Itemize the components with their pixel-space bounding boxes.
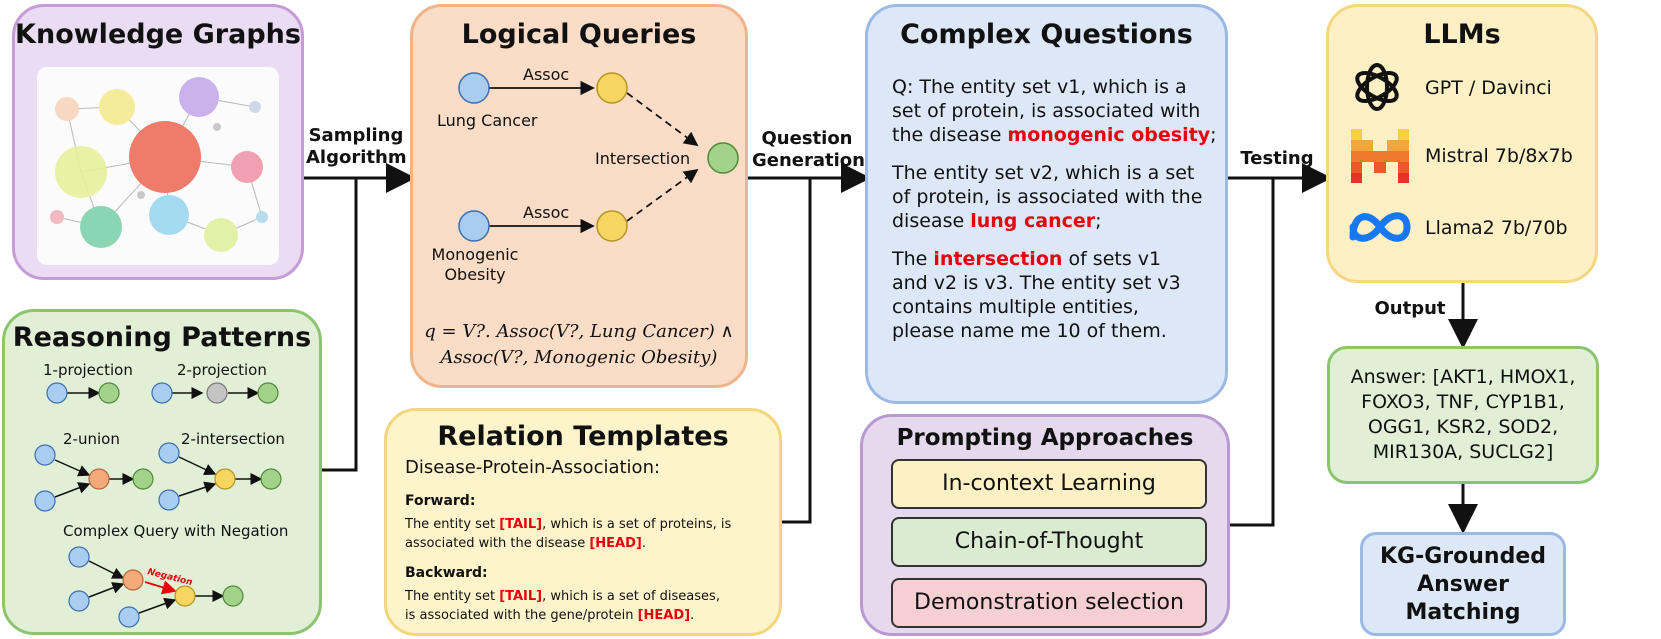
complex-questions-panel: Complex Questions Q: The entity set v1, … <box>865 4 1228 404</box>
reasoning-patterns-panel: Reasoning Patterns 1-projection 2-projec… <box>2 309 322 635</box>
llm-row-gpt: GPT / Davinci <box>1329 59 1595 119</box>
backward-template-text: The entity set [TAIL], which is a set of… <box>405 589 720 623</box>
kg-title: Knowledge Graphs <box>15 19 301 50</box>
answer-panel: Answer: [AKT1, HMOX1, FOXO3, TNF, CYP1B1… <box>1327 346 1599 484</box>
assoc-label-bottom: Assoc <box>523 203 570 222</box>
testing-label: Testing <box>1240 148 1314 169</box>
answer-text: Answer: [AKT1, HMOX1, FOXO3, TNF, CYP1B1… <box>1350 366 1576 463</box>
logical-query-graph <box>458 72 739 242</box>
kg-matching-text: KG-Grounded Answer Matching <box>1380 544 1546 625</box>
chain-of-thought-box: Chain-of-Thought <box>891 517 1207 567</box>
mistral-logo-icon <box>1351 129 1409 183</box>
llms-panel: LLMs GPT / Davinci Mistr <box>1326 4 1598 283</box>
patterns-connector <box>322 178 358 472</box>
negation-pattern-label: Complex Query with Negation <box>63 522 289 540</box>
pattern-drawings: Negation <box>34 382 282 628</box>
llm-row-mistral: Mistral 7b/8x7b <box>1329 129 1595 189</box>
kg-graph-drawing <box>50 77 268 252</box>
prompting-connector <box>1230 178 1275 527</box>
llm-name-gpt: GPT / Davinci <box>1425 77 1552 99</box>
kg-graph-image <box>37 67 279 265</box>
knowledge-graphs-panel: Knowledge Graphs <box>12 4 304 280</box>
forward-label: Forward: <box>405 493 476 509</box>
templates-connector <box>782 178 812 524</box>
lq-title: Logical Queries <box>461 19 697 50</box>
two-intersection-label: 2-intersection <box>181 430 285 448</box>
two-projection-label: 2-projection <box>177 361 267 379</box>
prompting-approaches-panel: Prompting Approaches In-context Learning… <box>860 414 1230 636</box>
backward-label: Backward: <box>405 565 488 581</box>
query-formula: q = V?. Assoc(V?, Lung Cancer) ∧Assoc(V?… <box>424 321 734 368</box>
logical-queries-panel: Logical Queries Assoc Assoc Lung Cancer … <box>410 4 748 388</box>
openai-logo-icon <box>1355 63 1399 111</box>
demonstration-selection-box: Demonstration selection <box>891 578 1207 628</box>
relation-templates-panel: Relation Templates Disease-Protein-Assoc… <box>384 408 782 636</box>
cq-title: Complex Questions <box>900 19 1193 50</box>
one-projection-label: 1-projection <box>43 361 133 379</box>
llm-name-mistral: Mistral 7b/8x7b <box>1425 145 1573 167</box>
intersection-label: Intersection <box>595 149 691 168</box>
in-context-learning-box: In-context Learning <box>891 459 1207 509</box>
llm-name-llama: Llama2 7b/70b <box>1425 217 1568 239</box>
assoc-label-top: Assoc <box>523 65 570 84</box>
two-union-label: 2-union <box>63 430 120 448</box>
output-label: Output <box>1374 298 1446 319</box>
kg-grounded-matching-panel: KG-Grounded Answer Matching <box>1360 532 1566 636</box>
lung-cancer-label: Lung Cancer <box>437 111 538 130</box>
patterns-title: Reasoning Patterns <box>12 322 312 353</box>
template-relation-name: Disease-Protein-Association: <box>405 457 661 478</box>
llm-row-llama: Llama2 7b/70b <box>1329 203 1595 263</box>
forward-template-text: The entity set [TAIL], which is a set of… <box>405 517 732 551</box>
llms-title: LLMs <box>1423 19 1501 50</box>
question-text: Q: The entity set v1, which is a set of … <box>892 76 1217 342</box>
meta-logo-icon <box>1349 212 1411 242</box>
pa-title: Prompting Approaches <box>896 425 1194 451</box>
rt-title: Relation Templates <box>437 421 729 452</box>
